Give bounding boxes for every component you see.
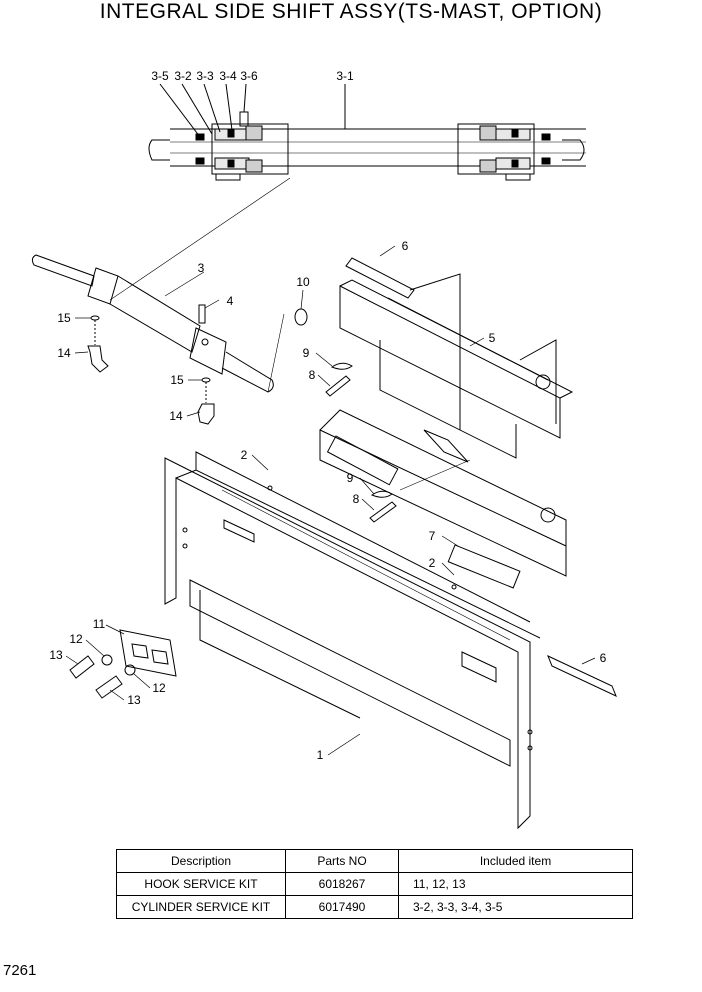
callout-12a: 12 [69,632,83,646]
hook-bracket [69,629,177,699]
callout-14a: 14 [57,346,71,360]
callout-10: 10 [296,275,310,289]
page-title: INTEGRAL SIDE SHIFT ASSY(TS-MAST, OPTION… [99,0,603,23]
cylinder-section-detail [148,83,586,181]
callout-3-3: 3-3 [196,69,214,83]
callout-8b: 8 [353,492,360,506]
callout-13a: 13 [49,648,63,662]
cell-part-no: 6017490 [285,895,399,919]
callout-3-6: 3-6 [240,69,258,83]
service-kit-table: Description Parts NO Included item HOOK … [116,849,633,919]
table-header-row: Description Parts NO Included item [116,849,633,873]
callout-6a: 6 [402,239,409,253]
callout-8a: 8 [309,368,316,382]
page-number: 7261 [3,962,37,979]
pins-and-clips [325,362,397,523]
col-header-parts-no: Parts NO [285,849,399,873]
callout-12b: 12 [152,681,166,695]
lower-carriage [319,409,567,589]
callout-9a: 9 [303,346,310,360]
callout-3-5: 3-5 [151,69,169,83]
callout-3-4: 3-4 [219,69,237,83]
table-row: CYLINDER SERVICE KIT 6017490 3-2, 3-3, 3… [116,895,633,919]
main-frame [164,451,617,830]
side-shift-cylinder [31,177,291,425]
callout-2a: 2 [241,448,248,462]
table-row: HOOK SERVICE KIT 6018267 11, 12, 13 [116,872,633,896]
callout-5: 5 [489,331,496,345]
col-header-description: Description [116,849,286,873]
callout-13b: 13 [127,693,141,707]
cell-included: 11, 12, 13 [398,872,633,896]
callout-1: 1 [317,748,324,762]
callout-6b: 6 [600,651,607,665]
callout-15a: 15 [57,311,71,325]
callout-9b: 9 [347,471,354,485]
callout-7: 7 [429,529,436,543]
cell-part-no: 6018267 [285,872,399,896]
callout-15b: 15 [170,373,184,387]
callout-2b: 2 [429,556,436,570]
cell-description: CYLINDER SERVICE KIT [116,895,286,919]
cell-description: HOOK SERVICE KIT [116,872,286,896]
callout-4: 4 [227,294,234,308]
o-ring [294,308,308,326]
callout-11: 11 [93,617,106,631]
callout-14b: 14 [169,409,183,423]
callout-3-1: 3-1 [336,69,354,83]
col-header-included-item: Included item [398,849,633,873]
cell-included: 3-2, 3-3, 3-4, 3-5 [398,895,633,919]
upper-carriage [339,257,574,523]
callout-3-2: 3-2 [174,69,192,83]
callout-3: 3 [198,261,205,275]
